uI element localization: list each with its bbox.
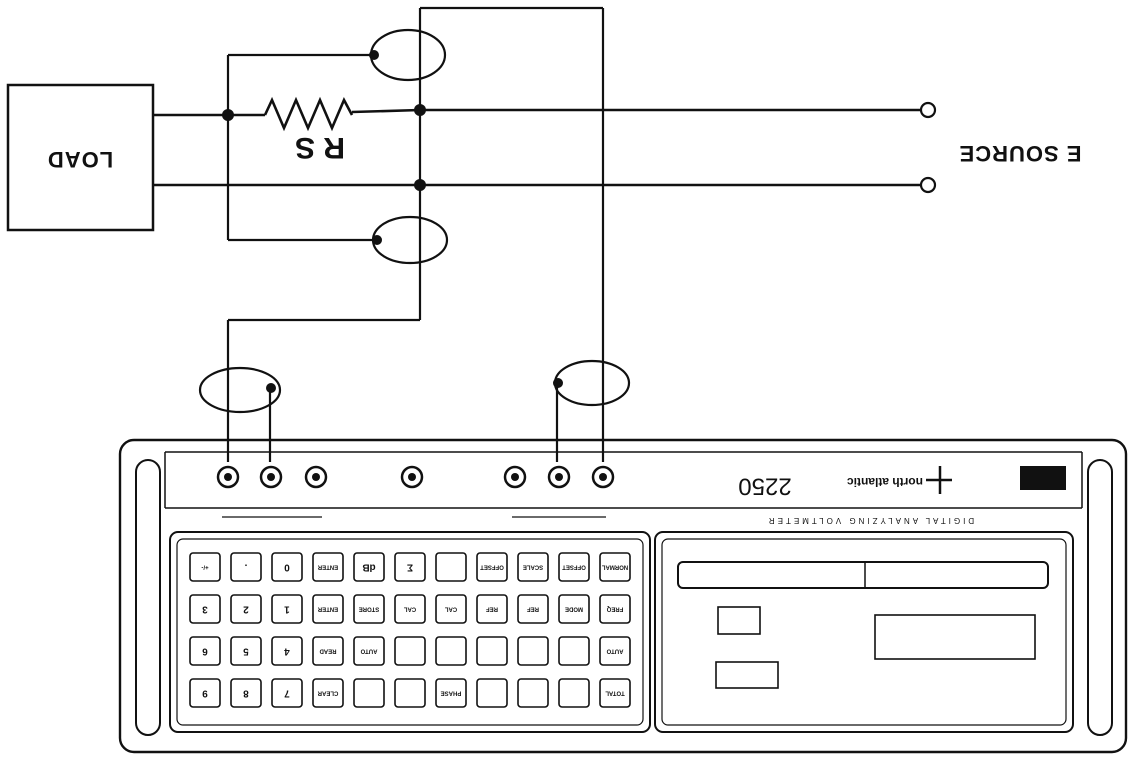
- keypad-key-label: CAL: [404, 605, 417, 611]
- keypad-key[interactable]: CAL: [394, 594, 426, 624]
- keypad-key-label: 4: [284, 645, 290, 656]
- keypad-key-label: 5: [243, 645, 249, 656]
- keypad-key[interactable]: [435, 552, 467, 582]
- keypad-key-label: MODE: [565, 605, 583, 611]
- product-line: DIGITAL ANALYZING VOLTMETER: [766, 516, 974, 525]
- keypad-key-label: Σ: [407, 561, 413, 572]
- keypad-key[interactable]: REF: [476, 594, 508, 624]
- brand-name: north atlantic: [847, 475, 923, 489]
- keypad-key-label: 1: [284, 603, 290, 614]
- keypad-key[interactable]: NORMAL: [599, 552, 631, 582]
- keypad-key-label: STORE: [359, 605, 380, 611]
- keypad-key[interactable]: [476, 678, 508, 708]
- model-number: 2250: [738, 473, 791, 500]
- keypad-key-label: PHASE: [441, 689, 462, 695]
- keypad-key[interactable]: 2: [230, 594, 262, 624]
- keypad-key[interactable]: 0: [271, 552, 303, 582]
- keypad-key[interactable]: [558, 678, 590, 708]
- keypad-key[interactable]: 4: [271, 636, 303, 666]
- keypad-key[interactable]: MODE: [558, 594, 590, 624]
- keypad-key-label: 6: [202, 645, 208, 656]
- load-box: LOAD: [6, 83, 155, 232]
- keypad-key-label: 8: [243, 687, 249, 698]
- keypad-key-label: 2: [243, 603, 249, 614]
- resistor-label: R S: [295, 131, 345, 164]
- keypad-key[interactable]: +/-: [189, 552, 221, 582]
- readout-main: [874, 614, 1036, 660]
- keypad-key[interactable]: CLEAR: [312, 678, 344, 708]
- keypad-key-label: READ: [319, 647, 337, 653]
- keypad-key[interactable]: AUTO: [599, 636, 631, 666]
- keypad-key[interactable]: [353, 678, 385, 708]
- keypad-key-label: AUTO: [360, 647, 377, 653]
- keypad-key[interactable]: ENTER: [312, 552, 344, 582]
- keypad-key-label: dB: [362, 561, 375, 572]
- keypad-key[interactable]: SCALE: [517, 552, 549, 582]
- shield-loops: [198, 28, 631, 414]
- keypad-key[interactable]: 5: [230, 636, 262, 666]
- readout-aux-2: [715, 661, 779, 689]
- keypad-key-label: 0: [284, 561, 290, 572]
- brand-logo-icon: [926, 466, 952, 494]
- keypad-key[interactable]: 1: [271, 594, 303, 624]
- keypad-key-label: FREQ: [606, 605, 623, 611]
- keypad-key-label: 9: [202, 687, 208, 698]
- keypad-key-label: TOTAL: [605, 689, 625, 695]
- keypad-key-label: REF: [527, 605, 539, 611]
- keypad-key[interactable]: 6: [189, 636, 221, 666]
- keypad-key[interactable]: READ: [312, 636, 344, 666]
- junction-dots: [222, 50, 563, 393]
- keypad-key[interactable]: Σ: [394, 552, 426, 582]
- keypad-key-label: CLEAR: [317, 689, 338, 695]
- keypad-key-label: +/-: [201, 563, 208, 569]
- keypad-key-label: REF: [486, 605, 498, 611]
- source-terminals: [919, 101, 937, 194]
- keypad-key-label: OFFSET: [480, 563, 504, 569]
- keypad-key[interactable]: [558, 636, 590, 666]
- keypad-key-label: CAL: [445, 605, 458, 611]
- keypad-key[interactable]: [394, 636, 426, 666]
- keypad-key[interactable]: [394, 678, 426, 708]
- keypad-key[interactable]: dB: [353, 552, 385, 582]
- keypad-key[interactable]: TOTAL: [599, 678, 631, 708]
- binding-posts: [216, 465, 615, 518]
- keypad-key[interactable]: OFFSET: [476, 552, 508, 582]
- keypad-key-label: .: [244, 561, 247, 572]
- display-window: [677, 561, 1049, 589]
- keypad-key[interactable]: [517, 636, 549, 666]
- keypad-key[interactable]: 7: [271, 678, 303, 708]
- keypad-key-label: NORMAL: [602, 563, 629, 569]
- keypad-key[interactable]: [517, 678, 549, 708]
- keypad-key[interactable]: REF: [517, 594, 549, 624]
- keypad-key[interactable]: 9: [189, 678, 221, 708]
- circuit-wires: [153, 6, 928, 462]
- keypad-key[interactable]: CAL: [435, 594, 467, 624]
- keypad-key[interactable]: [476, 636, 508, 666]
- keypad-key-label: 7: [284, 687, 290, 698]
- keypad-key-label: 3: [202, 603, 208, 614]
- keypad-key[interactable]: 8: [230, 678, 262, 708]
- keypad-key-label: AUTO: [606, 647, 623, 653]
- voltmeter-instrument: 2250 north atlantic DIGITAL ANALYZING VO…: [118, 438, 1128, 754]
- power-indicator: [1020, 466, 1066, 490]
- keypad-key[interactable]: STORE: [353, 594, 385, 624]
- keypad-key[interactable]: PHASE: [435, 678, 467, 708]
- keypad-key[interactable]: [435, 636, 467, 666]
- keypad-key-label: ENTER: [317, 563, 338, 569]
- readout-aux-1: [717, 606, 761, 635]
- keypad-key-label: OFFSET: [562, 563, 586, 569]
- keypad-key[interactable]: FREQ: [599, 594, 631, 624]
- keypad-key[interactable]: ENTER: [312, 594, 344, 624]
- load-label: LOAD: [47, 147, 113, 172]
- keypad-key-label: SCALE: [523, 563, 543, 569]
- keypad-key[interactable]: .: [230, 552, 262, 582]
- keypad-key[interactable]: 3: [189, 594, 221, 624]
- keypad-key[interactable]: OFFSET: [558, 552, 590, 582]
- keypad-key[interactable]: AUTO: [353, 636, 385, 666]
- keypad-key-label: ENTER: [317, 605, 338, 611]
- source-label: E SOURCE: [959, 141, 1082, 166]
